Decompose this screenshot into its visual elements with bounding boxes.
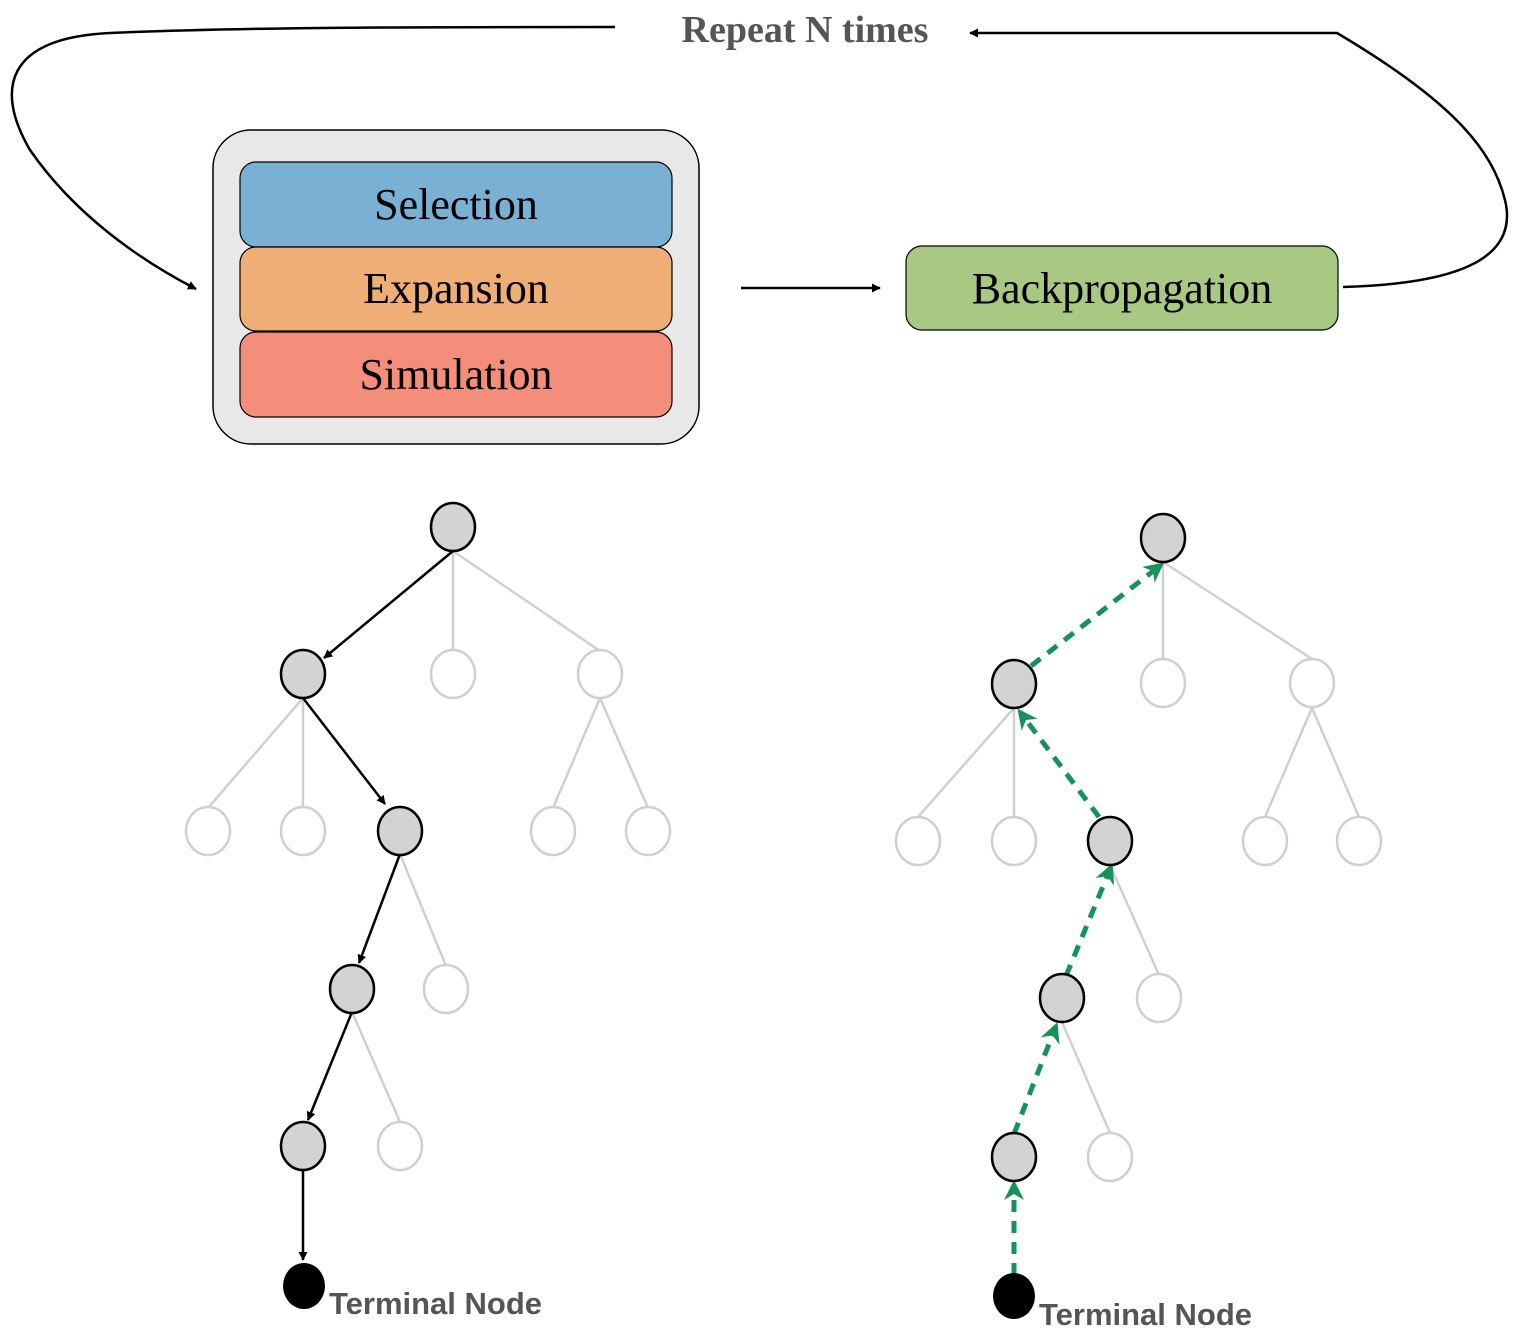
tree-node bbox=[990, 815, 1038, 867]
backpropagation-label: Backpropagation bbox=[972, 264, 1273, 313]
tree-node bbox=[529, 805, 577, 857]
right-tree-unvisited-nodes bbox=[894, 657, 1383, 1183]
tree-node-root bbox=[429, 501, 477, 553]
loop-label: Repeat N times bbox=[682, 9, 929, 51]
left-tree: Terminal Node bbox=[184, 501, 672, 1321]
tree-node bbox=[1135, 972, 1183, 1024]
tree-node bbox=[1086, 1131, 1134, 1183]
tree-node bbox=[576, 648, 624, 700]
tree-node bbox=[376, 1120, 424, 1172]
expansion-box bbox=[239, 246, 673, 332]
simulation-label: Simulation bbox=[359, 350, 552, 399]
backpropagation-phase: Backpropagation bbox=[905, 245, 1339, 331]
tree-node bbox=[184, 805, 232, 857]
left-tree-selection-path bbox=[298, 550, 454, 1261]
tree-node bbox=[429, 648, 477, 700]
simulation-box bbox=[239, 331, 673, 418]
tree-node bbox=[279, 1120, 327, 1172]
left-tree-unvisited-nodes bbox=[184, 648, 672, 1172]
tree-node bbox=[422, 963, 470, 1015]
right-terminal-label: Terminal Node bbox=[1039, 1297, 1252, 1332]
tree-node bbox=[376, 805, 424, 857]
tree-node bbox=[624, 805, 672, 857]
tree-node bbox=[1288, 657, 1336, 709]
selection-label: Selection bbox=[374, 180, 538, 229]
tree-node bbox=[279, 648, 327, 700]
tree-node bbox=[1139, 657, 1187, 709]
simulation-phase: Simulation bbox=[239, 331, 673, 418]
expansion-phase: Expansion bbox=[239, 246, 673, 332]
tree-node bbox=[279, 805, 327, 857]
tree-node bbox=[328, 963, 376, 1015]
left-tree-visited-nodes bbox=[279, 501, 477, 1172]
backpropagation-box bbox=[905, 245, 1339, 331]
tree-node bbox=[1335, 815, 1383, 867]
right-tree-backprop-path bbox=[1004, 562, 1165, 1275]
loop-arrow-left bbox=[10, 25, 616, 291]
right-tree-visited-nodes bbox=[990, 512, 1187, 1183]
left-terminal-node bbox=[283, 1263, 325, 1309]
loop-arrow-right bbox=[969, 28, 1509, 289]
selection-phase: Selection bbox=[239, 161, 673, 248]
tree-node bbox=[990, 1131, 1038, 1183]
expansion-label: Expansion bbox=[363, 264, 549, 313]
tree-node bbox=[894, 815, 942, 867]
right-terminal-node bbox=[993, 1273, 1035, 1319]
tree-node-root bbox=[1139, 512, 1187, 564]
right-tree-inactive-edges bbox=[917, 560, 1361, 1134]
left-terminal-label: Terminal Node bbox=[329, 1286, 542, 1321]
tree-node bbox=[990, 658, 1038, 710]
right-tree: Terminal Node bbox=[894, 512, 1383, 1332]
tree-node bbox=[1241, 815, 1289, 867]
left-tree-inactive-edges bbox=[207, 549, 650, 1123]
tree-node bbox=[1086, 815, 1134, 867]
tree-node bbox=[1038, 972, 1086, 1024]
